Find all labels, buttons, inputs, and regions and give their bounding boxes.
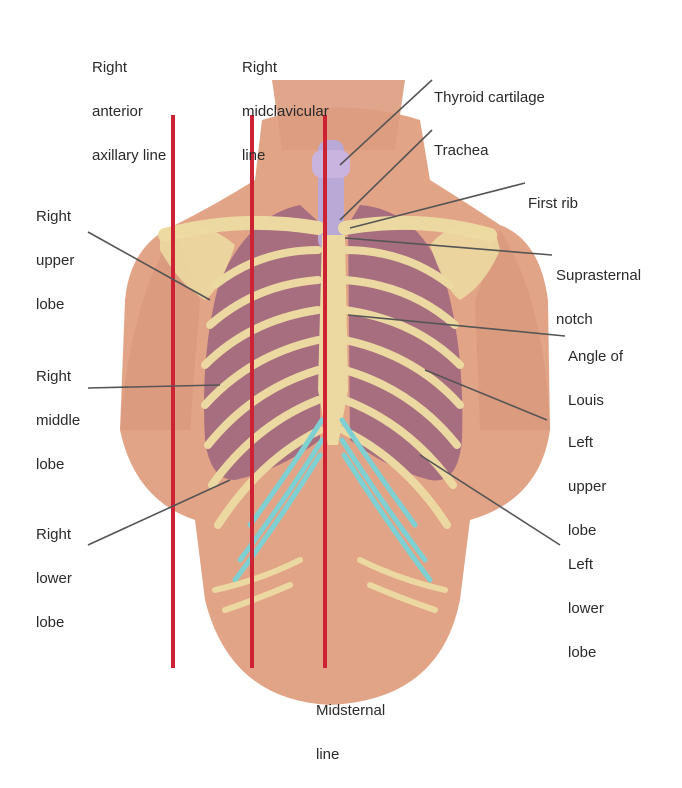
label-line-2: upper [568,476,606,498]
label-right-middle-lobe: Right middle lobe [36,344,80,498]
label-first-rib: First rib [528,171,578,237]
label-left-lower-lobe: Left lower lobe [568,532,604,686]
label-line-3: lobe [36,294,74,316]
label-line-2: Louis [568,390,623,412]
label-right-anterior-axillary-line: Right anterior axillary line [92,35,166,189]
label-line-2: midclavicular [242,101,329,123]
label-line-2: anterior [92,101,166,123]
label-line-1: Thyroid cartilage [434,87,545,109]
label-line-2: lower [36,568,72,590]
label-line-2: lower [568,598,604,620]
label-line-1: Right [36,524,72,546]
label-right-upper-lobe: Right upper lobe [36,184,74,338]
label-trachea: Trachea [434,118,488,184]
label-line-3: lobe [36,454,80,476]
label-right-midclavicular-line: Right midclavicular line [242,35,329,189]
label-line-1: Right [92,57,166,79]
label-midsternal-line: Midsternal line [316,678,385,788]
label-line-1: Left [568,432,606,454]
label-line-3: lobe [568,642,604,664]
label-line-1: Angle of [568,346,623,368]
label-line-1: Right [242,57,329,79]
label-line-1: Right [36,366,80,388]
label-line-1: Right [36,206,74,228]
label-line-2: upper [36,250,74,272]
label-line-1: Suprasternal [556,265,641,287]
label-line-1: Midsternal [316,700,385,722]
label-line-1: Trachea [434,140,488,162]
label-right-lower-lobe: Right lower lobe [36,502,72,656]
label-line-1: Left [568,554,604,576]
label-line-3: lobe [36,612,72,634]
label-line-1: First rib [528,193,578,215]
label-line-3: line [242,145,329,167]
label-line-2: middle [36,410,80,432]
label-line-2: line [316,744,385,766]
label-line-3: axillary line [92,145,166,167]
